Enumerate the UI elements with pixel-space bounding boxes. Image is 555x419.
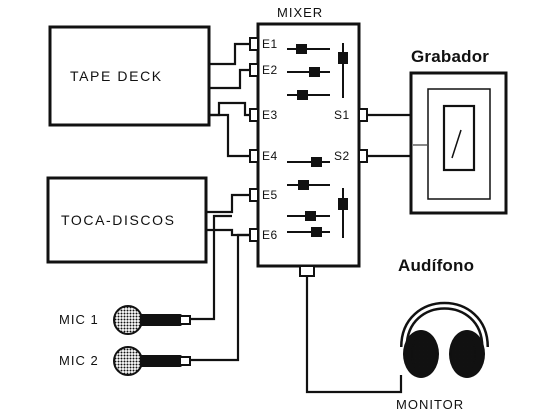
recorder-device [409,71,508,215]
mixer-master-faders [338,43,348,238]
tape-deck-label: TAPE DECK [70,68,163,84]
tape-deck-box [48,25,211,127]
cables [175,42,411,394]
monitor-label: MONITOR [396,397,465,412]
mixer-title: MIXER [277,5,324,20]
input-label-e6: E6 [262,228,278,242]
monitor-jack [299,265,315,277]
mic-2-graphic [113,346,191,376]
input-label-e5: E5 [262,188,278,202]
turntable-label: TOCA-DISCOS [61,212,176,228]
turntable-box [46,176,208,264]
input-label-e3: E3 [262,108,278,122]
output-label-s2: S2 [334,149,350,163]
input-label-e1: E1 [262,37,278,51]
input-label-e4: E4 [262,149,278,163]
mic-2-label: MIC 2 [59,353,99,368]
output-label-s1: S1 [334,108,350,122]
headphones-graphic [400,301,489,378]
mic-1-label: MIC 1 [59,312,99,327]
mic-1-graphic [113,305,191,335]
mixer-faders [287,44,330,237]
recorder-label: Grabador [411,47,490,66]
input-label-e2: E2 [262,63,278,77]
headphones-label: Audífono [398,256,475,275]
